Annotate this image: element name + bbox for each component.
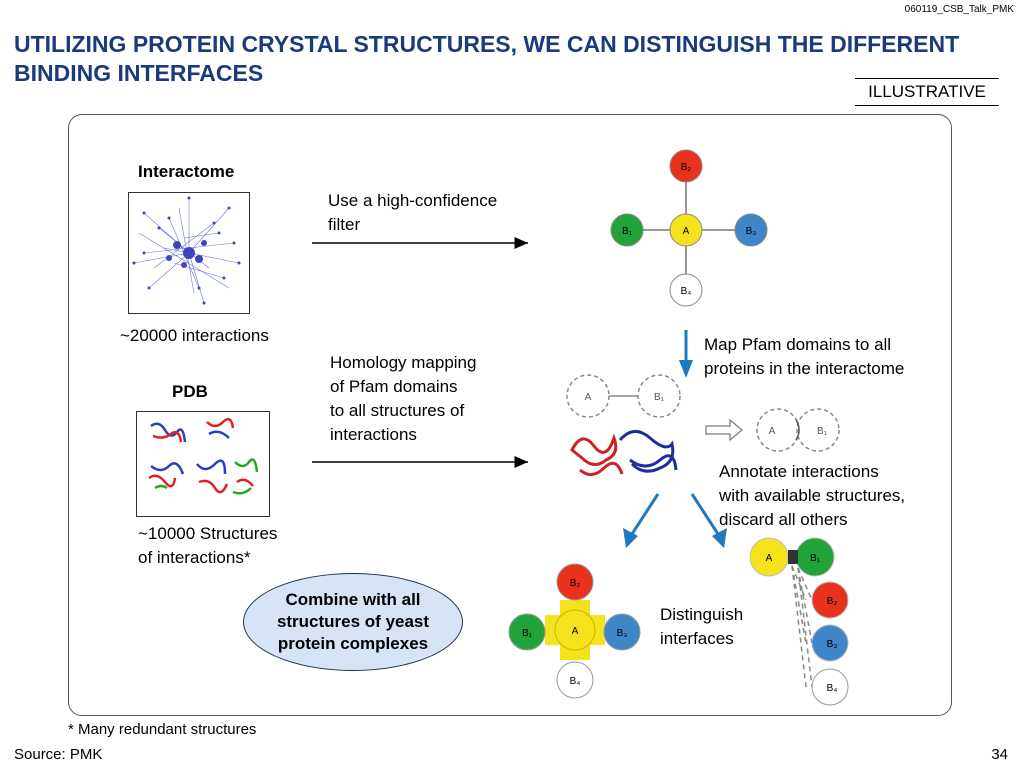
annotate-line-2: with available structures, <box>719 486 906 505</box>
docking-a-label: A <box>769 426 776 437</box>
docking-b1-label: B₁ <box>817 426 828 437</box>
interactome-image <box>128 192 250 314</box>
pdb-count-line-2: of interactions* <box>138 548 251 567</box>
pdb-image <box>136 411 270 517</box>
combine-line-2: structures of yeast <box>276 612 430 631</box>
blue-arrow-down <box>679 330 693 378</box>
bottom-b2-label: B₂ <box>570 578 581 589</box>
docking-domain-pair <box>756 408 840 452</box>
blue-arrow-right <box>690 493 727 548</box>
bottom-a-label: A <box>572 626 579 637</box>
content-frame <box>68 114 952 716</box>
footnote: * Many redundant structures <box>68 721 257 738</box>
node-b4-label: B₄ <box>681 286 692 297</box>
distinguish-line-2: interfaces <box>660 629 734 648</box>
slide-title: UTILIZING PROTEIN CRYSTAL STRUCTURES, WE… <box>14 31 960 86</box>
col-b4-label: B₄ <box>827 683 838 694</box>
node-b2-label: B₂ <box>681 162 692 173</box>
pdb-title: PDB <box>172 382 208 401</box>
document-id: 060119_CSB_Talk_PMK <box>904 4 1014 15</box>
pdb-structures-graphic <box>148 417 259 495</box>
filter-step-line-1: Use a high-confidence <box>328 191 498 210</box>
filter-step-line-2: filter <box>328 215 361 234</box>
homology-step-line-2: of Pfam domains <box>330 377 458 396</box>
annotate-line-1: Annotate interactions <box>719 462 879 481</box>
interface-column: A B₁ B₂ B₃ B₄ <box>749 537 849 706</box>
protein-structure-graphic <box>570 430 678 476</box>
node-b3-label: B₃ <box>746 226 757 237</box>
combine-line-1: Combine with all <box>285 590 421 609</box>
star-network-bottom: B₂ B₁ A B₃ B₄ <box>508 563 641 699</box>
pdb-count-line-1: ~10000 Structures <box>138 524 278 543</box>
star-network-top: B₂ B₁ A B₃ B₄ <box>610 149 768 307</box>
bottom-b3-label: B₃ <box>617 628 628 639</box>
interactome-network-graphic <box>132 196 241 305</box>
map-pfam-line-1: Map Pfam domains to all <box>704 335 892 354</box>
map-pfam-line-2: proteins in the interactome <box>704 359 905 378</box>
page-number: 34 <box>991 746 1008 763</box>
col-b3-label: B₃ <box>827 639 838 650</box>
homology-step-line-3: to all structures of <box>330 401 465 420</box>
illustrative-tag: ILLUSTRATIVE <box>855 78 999 106</box>
source-note: Source: PMK <box>14 746 103 763</box>
bottom-b1-label: B₁ <box>522 628 533 639</box>
homology-step-line-4: interactions <box>330 425 417 444</box>
col-b1-label: B₁ <box>810 553 821 564</box>
outline-arrow <box>705 418 743 442</box>
annotate-line-3: discard all others <box>719 510 848 529</box>
distinguish-line-1: Distinguish <box>660 605 744 624</box>
combine-callout: Combine with all structures of yeast pro… <box>243 573 463 671</box>
dashed-a-label: A <box>585 392 592 403</box>
col-b2-label: B₂ <box>827 596 838 607</box>
interactome-count: ~20000 interactions <box>120 326 269 345</box>
combine-line-3: protein complexes <box>277 634 429 653</box>
node-b1-label: B₁ <box>622 226 633 237</box>
dashed-domain-pair <box>566 374 681 418</box>
homology-step-line-1: Homology mapping <box>330 353 477 372</box>
col-a-label: A <box>766 553 773 564</box>
node-a-label: A <box>683 226 690 237</box>
blue-arrow-left <box>623 493 660 548</box>
interactome-title: Interactome <box>138 162 235 181</box>
bottom-b4-label: B₄ <box>570 676 581 687</box>
dashed-b1-label: B₁ <box>654 392 665 403</box>
